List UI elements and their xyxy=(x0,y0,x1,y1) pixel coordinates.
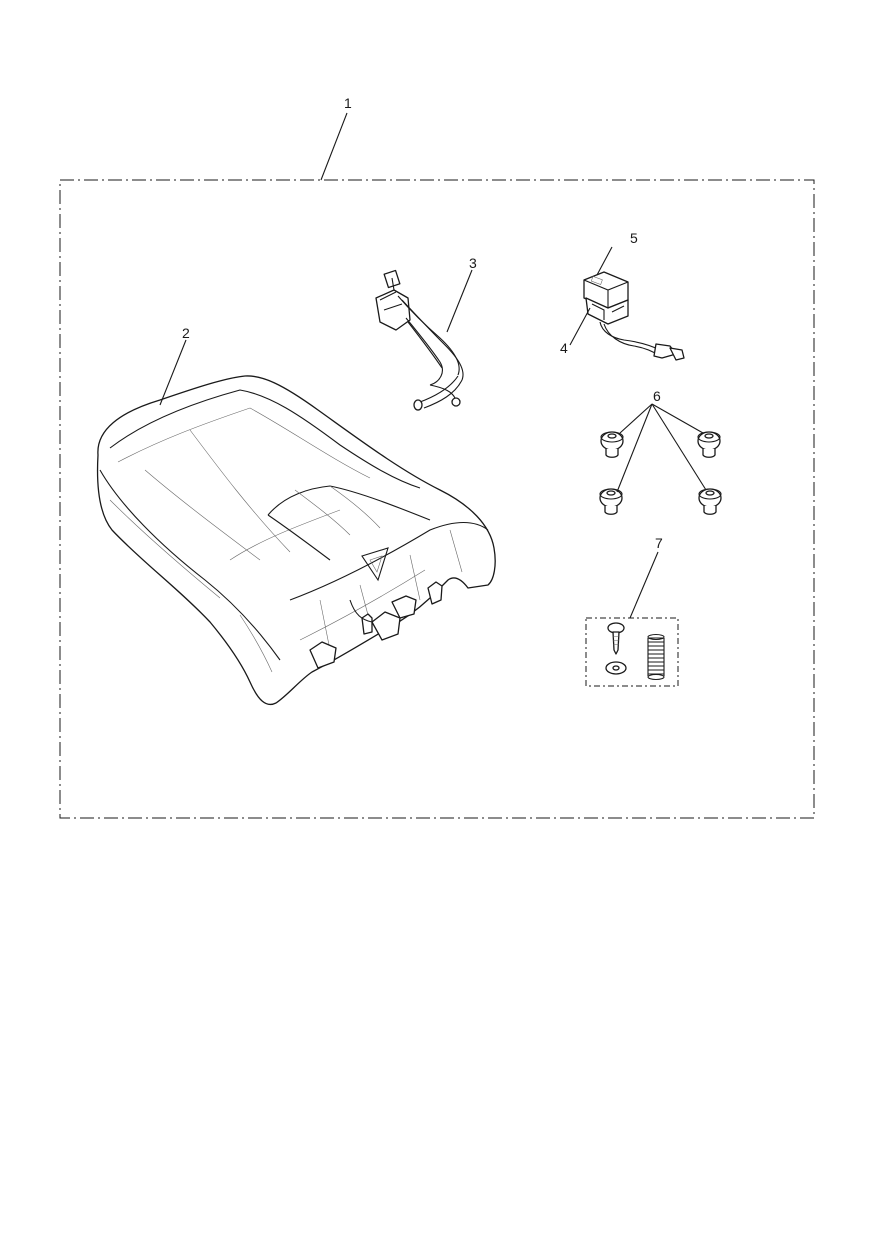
logo-badge xyxy=(361,547,389,582)
spring xyxy=(647,633,665,681)
callout-5: 5 xyxy=(630,230,638,246)
callout-4: 4 xyxy=(560,340,568,356)
callout-1: 1 xyxy=(344,95,352,111)
rubber-buffers xyxy=(599,431,722,515)
heated-seat-switch xyxy=(583,271,685,361)
buffer xyxy=(599,488,623,515)
buffer xyxy=(697,431,721,458)
buffer xyxy=(698,488,722,515)
seat xyxy=(96,375,496,706)
callout-6: 6 xyxy=(653,388,661,404)
fixing-kit xyxy=(585,617,679,687)
callout-2: 2 xyxy=(182,325,190,341)
buffer xyxy=(600,431,624,458)
leader-lines xyxy=(159,112,707,619)
callout-7: 7 xyxy=(655,535,663,551)
wiring-harness xyxy=(375,269,464,411)
callout-3: 3 xyxy=(469,255,477,271)
